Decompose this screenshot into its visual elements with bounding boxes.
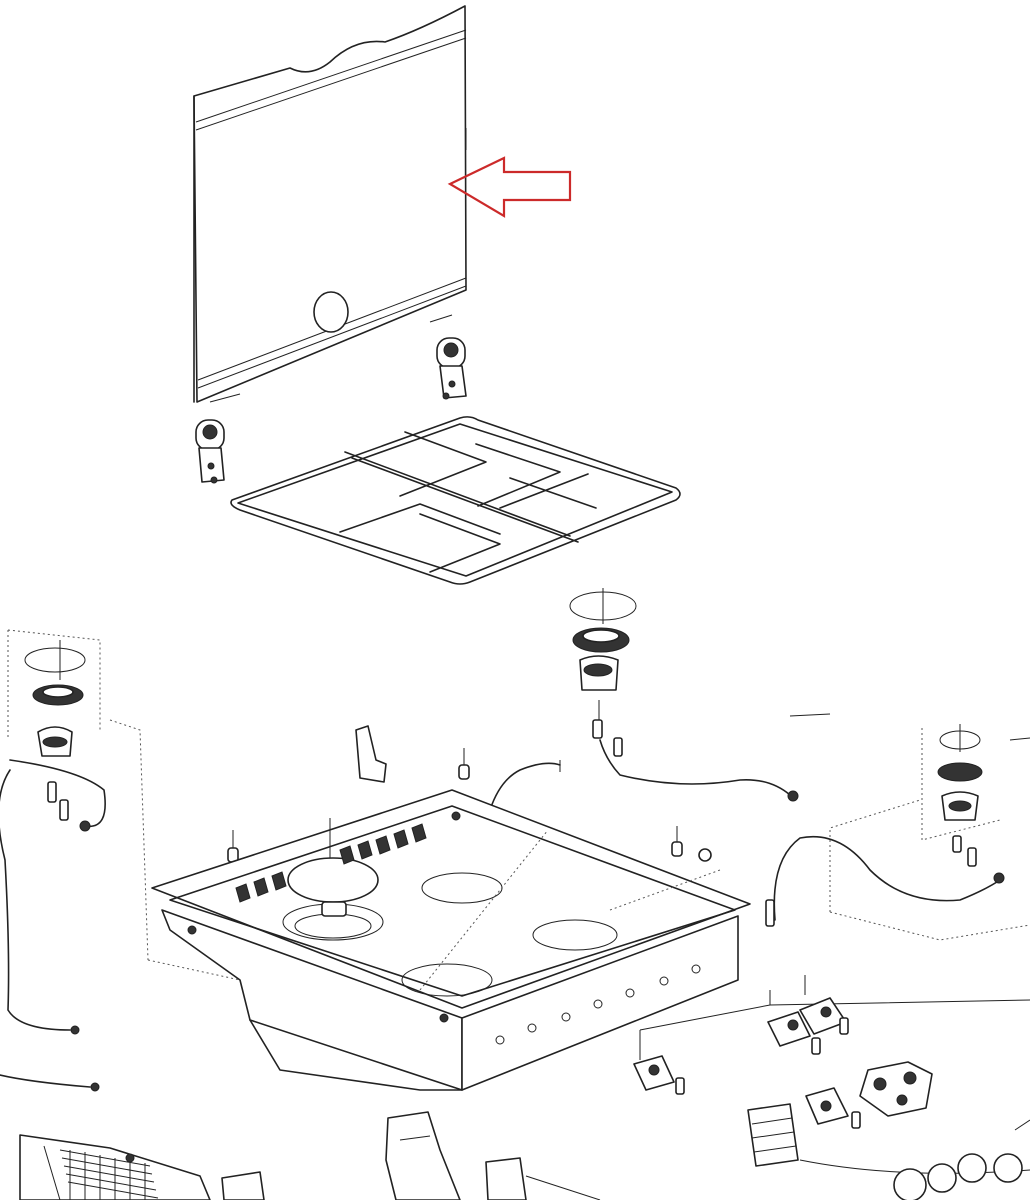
arrow-left-outline-icon bbox=[447, 156, 572, 218]
burner-right bbox=[765, 724, 1030, 941]
panel-grille bbox=[59, 1149, 159, 1200]
lid-hinge-left bbox=[195, 419, 225, 484]
gas-valve-icon bbox=[767, 997, 849, 1055]
pan-support-grid bbox=[230, 416, 681, 585]
front-holes bbox=[495, 964, 701, 1045]
mounting-brackets bbox=[385, 1111, 601, 1200]
control-knobs bbox=[893, 1119, 1030, 1200]
gas-taps bbox=[633, 975, 1030, 1129]
control-panel bbox=[19, 1134, 265, 1200]
vent-slots bbox=[235, 823, 427, 903]
hob-tray bbox=[147, 789, 751, 1091]
fittings bbox=[227, 725, 712, 951]
burner-rear bbox=[489, 588, 799, 811]
glass-lid bbox=[193, 5, 467, 403]
burner-left bbox=[0, 629, 149, 1092]
lid-hinge-right bbox=[436, 337, 467, 400]
knob-icon bbox=[893, 1153, 1023, 1200]
